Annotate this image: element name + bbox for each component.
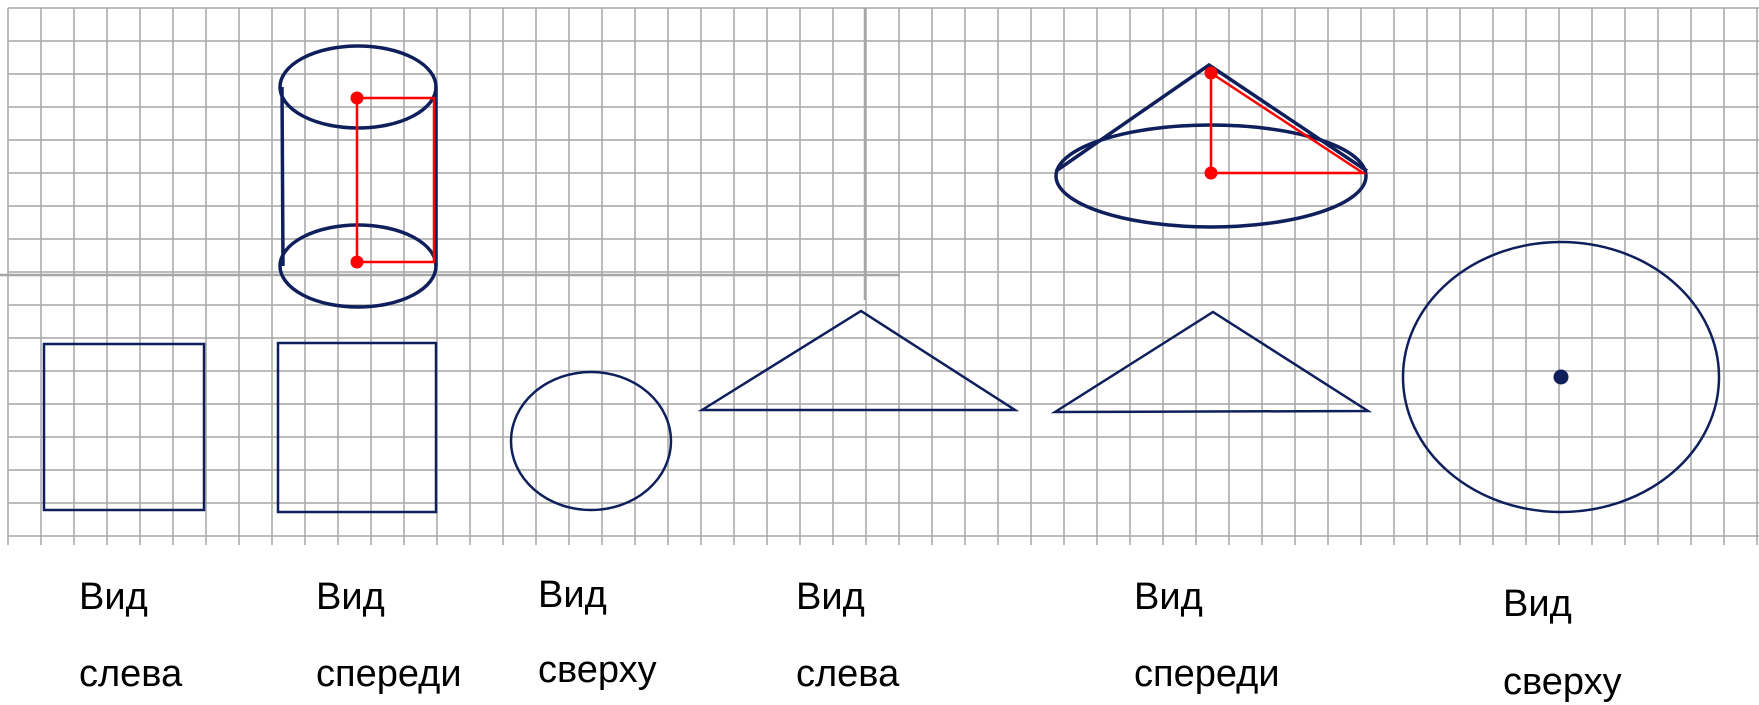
view-label-2-line1: Вид (316, 576, 385, 618)
cylinder-figure (278, 44, 438, 309)
view-label-4-line1: Вид (796, 576, 865, 618)
cone-top-view-circle (1401, 240, 1721, 514)
cone-apex-point (1204, 66, 1218, 80)
cylinder-axial-section (355, 96, 436, 264)
view-label-6-line1: Вид (1503, 583, 1572, 625)
view-label-3-line1: Вид (538, 574, 607, 616)
cone-left-view-triangle (697, 309, 1020, 412)
cone-figure (1054, 62, 1368, 229)
cylinder-top-view-circle (509, 370, 673, 512)
cone-top-view-center-point (1553, 369, 1569, 385)
cylinder-bottom-center-point (350, 255, 364, 269)
cone-sides (1055, 62, 1368, 173)
view-label-1-line1: Вид (79, 576, 148, 618)
cylinder-front-view-square (276, 341, 438, 514)
view-label-6-line2: сверху (1503, 661, 1622, 703)
view-label-2-line2: спереди (316, 653, 462, 695)
view-label-5-line1: Вид (1134, 576, 1203, 618)
grid-lines (0, 7, 1759, 545)
cone-base-center-point (1204, 166, 1218, 180)
cone-front-view-triangle (1050, 310, 1373, 414)
view-label-5-line2: спереди (1134, 653, 1280, 695)
cylinder-left-view-square (42, 342, 206, 512)
view-label-4-line2: слева (796, 653, 900, 695)
view-label-1-line2: слева (79, 653, 183, 695)
cone-height-radius (1209, 71, 1368, 175)
cylinder-top-center-point (350, 91, 364, 105)
view-label-3-line2: сверху (538, 649, 657, 691)
cylinder-left-edge (280, 86, 285, 267)
